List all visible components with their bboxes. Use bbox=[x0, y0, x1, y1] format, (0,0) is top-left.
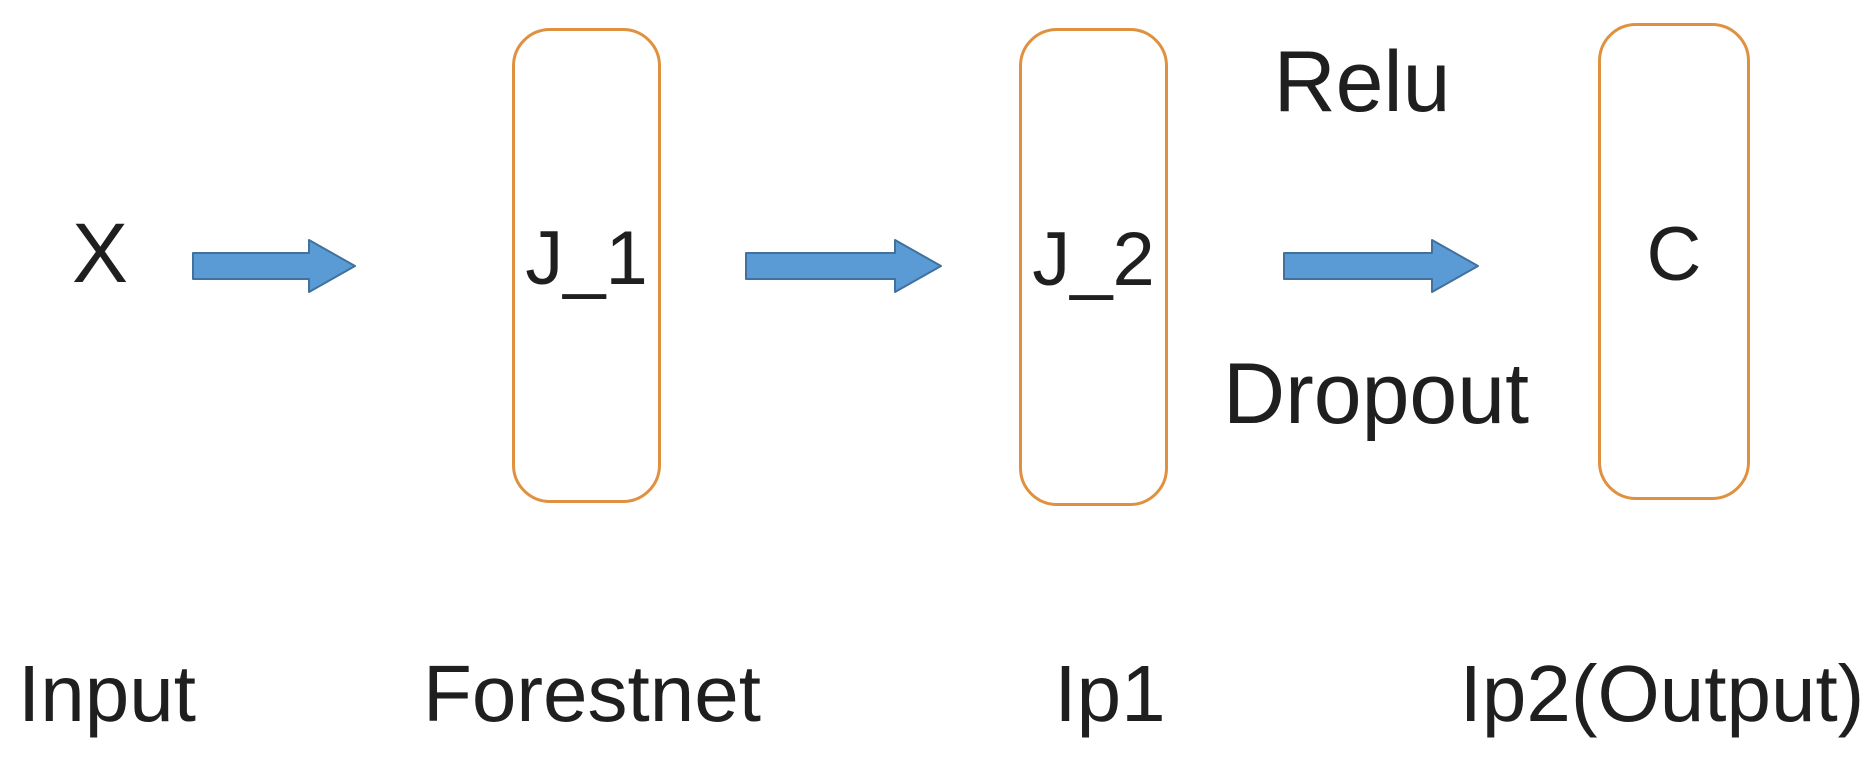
ip1-caption: Ip1 bbox=[1054, 649, 1166, 738]
forestnet-box: J_1 bbox=[512, 28, 661, 503]
ip1-box: J_2 bbox=[1019, 28, 1168, 506]
input-caption: Input bbox=[18, 649, 196, 738]
flow-arrow-right-icon bbox=[1283, 239, 1479, 293]
flow-arrow-right-icon bbox=[745, 239, 942, 293]
relu-annotation: Relu bbox=[1273, 34, 1451, 130]
input-symbol: X bbox=[71, 206, 129, 300]
dropout-annotation: Dropout bbox=[1223, 346, 1529, 442]
forestnet-symbol: J_1 bbox=[525, 215, 648, 301]
ip2-caption: Ip2(Output) bbox=[1459, 649, 1865, 738]
flow-arrow-right-icon bbox=[192, 239, 356, 293]
ip1-symbol: J_2 bbox=[1032, 217, 1155, 302]
ip2-box: C bbox=[1598, 23, 1750, 500]
forestnet-caption: Forestnet bbox=[423, 649, 761, 738]
ip2-symbol: C bbox=[1646, 211, 1702, 297]
